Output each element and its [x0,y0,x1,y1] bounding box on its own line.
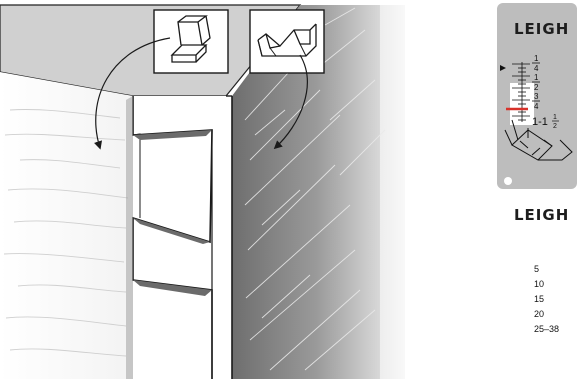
svg-text:2: 2 [553,123,557,130]
scale-bottom-label-3: 20 [534,309,544,319]
tail-callout-icon [250,10,324,73]
scale-card-bottom-labels: 5 10 15 20 25–38 [497,196,577,376]
board-front-face [0,72,133,379]
svg-text:1: 1 [553,114,557,121]
pin-callout-icon [154,10,228,73]
scale-bottom-label-2: 15 [534,294,544,304]
dovetail-profile [126,96,232,379]
scale-card-top-labels: 1 4 1 2 3 4 1-1 1 2 [497,3,577,189]
scale-bottom-label-0: 5 [534,264,539,274]
scale-bottom-label-1: 10 [534,279,544,289]
svg-text:1: 1 [534,73,539,82]
svg-text:2: 2 [534,83,539,92]
scale-top-frac-num: 1 [534,54,539,63]
svg-text:4: 4 [534,102,539,111]
svg-text:3: 3 [534,92,539,101]
scale-bottom-label-4: 25–38 [534,324,559,334]
svg-text:1-1: 1-1 [532,116,548,128]
svg-text:4: 4 [534,64,539,73]
